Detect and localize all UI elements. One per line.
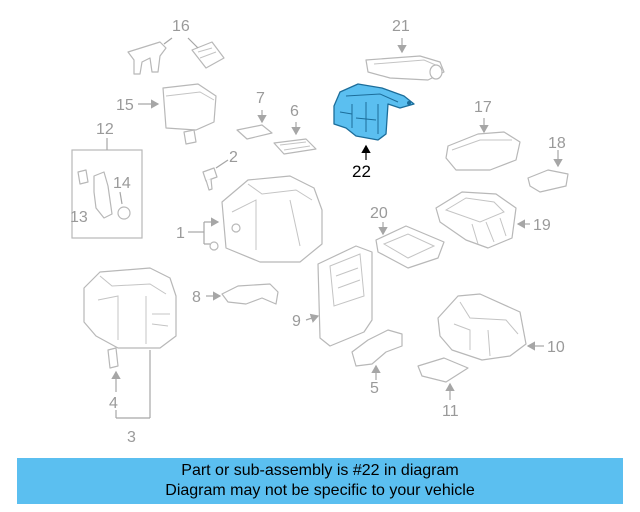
part-17-cushion[interactable] xyxy=(445,131,521,171)
part-5-duct[interactable] xyxy=(351,329,403,367)
callout-19-group: 19 xyxy=(516,217,551,234)
part-7-pad[interactable] xyxy=(236,124,273,140)
callout-16-group: 16 xyxy=(163,18,199,49)
callout-1: 1 xyxy=(176,225,185,242)
callout-17: 17 xyxy=(474,99,492,116)
callout-16: 16 xyxy=(172,18,190,35)
callout-18-group: 18 xyxy=(548,135,566,168)
callout-7-group: 7 xyxy=(256,90,267,124)
callout-17-group: 17 xyxy=(474,99,492,134)
callout-6: 6 xyxy=(290,103,299,120)
part-6-pad[interactable] xyxy=(273,138,317,155)
callout-20: 20 xyxy=(370,205,388,222)
callout-1-group: 1 xyxy=(176,217,220,251)
part-22-bracket-highlighted[interactable] xyxy=(333,83,415,141)
callout-8: 8 xyxy=(192,289,201,306)
callout-21-group: 21 xyxy=(392,18,410,54)
part-19-lid-assembly[interactable] xyxy=(435,191,517,249)
exploded-parts-diagram: 16 15 7 6 2 21 xyxy=(70,18,569,446)
callout-4-group: 4 xyxy=(109,370,121,412)
info-banner: Part or sub-assembly is #22 in diagram D… xyxy=(17,458,623,504)
part-15-storage-bin[interactable] xyxy=(162,83,217,145)
callout-22-group: 22 xyxy=(352,144,371,181)
callout-13-group: 13 xyxy=(70,209,88,226)
callout-12-group: 12 xyxy=(96,121,114,150)
part-8-bracket[interactable] xyxy=(221,283,279,305)
callout-7: 7 xyxy=(256,90,265,107)
callout-2: 2 xyxy=(229,149,238,166)
part-11-mat[interactable] xyxy=(417,357,469,383)
part-21-armrest-lid[interactable] xyxy=(365,55,445,81)
callout-14-group: 14 xyxy=(113,175,131,205)
callout-19: 19 xyxy=(533,217,551,234)
callout-12: 12 xyxy=(96,121,114,138)
callout-4: 4 xyxy=(109,395,118,412)
part-1-console-body[interactable] xyxy=(221,175,323,263)
callout-11: 11 xyxy=(442,403,459,420)
banner-line-1: Part or sub-assembly is #22 in diagram xyxy=(181,462,459,479)
part-10-rear-console-unit[interactable] xyxy=(437,293,527,361)
callout-9: 9 xyxy=(292,313,301,330)
part-2-screw[interactable] xyxy=(202,167,218,191)
callout-2-group: 2 xyxy=(215,149,238,169)
part-18-bracket[interactable] xyxy=(527,169,569,193)
callout-6-group: 6 xyxy=(290,103,301,136)
callout-8-group: 8 xyxy=(192,289,222,306)
callout-18: 18 xyxy=(548,135,566,152)
callout-14: 14 xyxy=(113,175,131,192)
part-16-clips[interactable] xyxy=(127,41,225,75)
callout-22: 22 xyxy=(352,162,371,181)
callout-21: 21 xyxy=(392,18,410,35)
callout-5-group: 5 xyxy=(370,364,381,397)
callout-3-group: 3 xyxy=(115,350,151,446)
banner-line-2: Diagram may not be specific to your vehi… xyxy=(165,482,475,499)
callout-10: 10 xyxy=(547,339,565,356)
part-9-rear-panel[interactable] xyxy=(317,245,373,347)
callout-9-group: 9 xyxy=(292,313,320,330)
callout-15: 15 xyxy=(116,97,134,114)
callout-15-group: 15 xyxy=(116,97,160,114)
callout-10-group: 10 xyxy=(526,339,565,356)
callout-3: 3 xyxy=(127,429,136,446)
part-20-tray[interactable] xyxy=(375,225,445,269)
part-4-clip[interactable] xyxy=(107,347,119,369)
part-3-lower-console[interactable] xyxy=(83,267,177,349)
callout-13: 13 xyxy=(70,209,88,226)
callout-5: 5 xyxy=(370,380,379,397)
callout-11-group: 11 xyxy=(442,382,459,420)
callout-20-group: 20 xyxy=(370,205,388,236)
